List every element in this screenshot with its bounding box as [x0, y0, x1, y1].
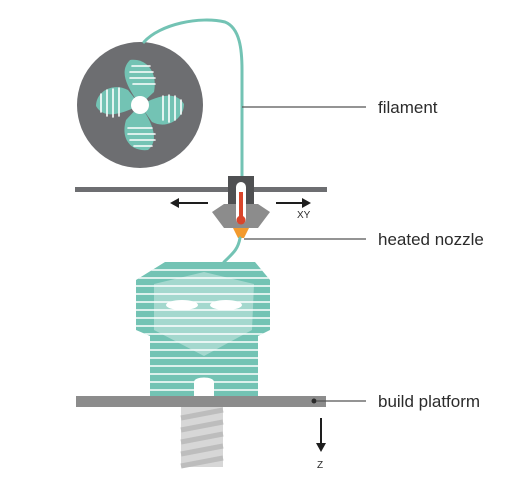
z-axis-label: Z — [317, 460, 323, 471]
z-direction-arrow — [316, 418, 326, 452]
build-platform-label: build platform — [378, 392, 480, 411]
build-platform — [76, 396, 326, 407]
thermometer-icon — [236, 182, 246, 225]
filament-spool-icon — [77, 42, 203, 168]
fan-blade-icon — [96, 59, 184, 151]
extruder-head-icon — [212, 176, 270, 238]
heated-nozzle-label: heated nozzle — [378, 230, 484, 249]
robot-left-eye — [166, 300, 198, 310]
robot-right-eye — [210, 300, 242, 310]
filament-line — [142, 18, 244, 180]
filament-label: filament — [378, 98, 438, 117]
z-axis-screw-icon — [180, 407, 224, 469]
gantry-rail — [75, 187, 327, 192]
robot-face — [154, 272, 254, 356]
platform-pin — [311, 398, 317, 404]
xy-axis-label: XY — [297, 210, 311, 221]
printed-robot-object-icon — [136, 262, 270, 396]
extruded-filament — [222, 236, 242, 264]
robot-leg-gap — [194, 377, 214, 396]
xy-direction-arrows — [170, 198, 311, 208]
nozzle-tip — [233, 228, 249, 238]
